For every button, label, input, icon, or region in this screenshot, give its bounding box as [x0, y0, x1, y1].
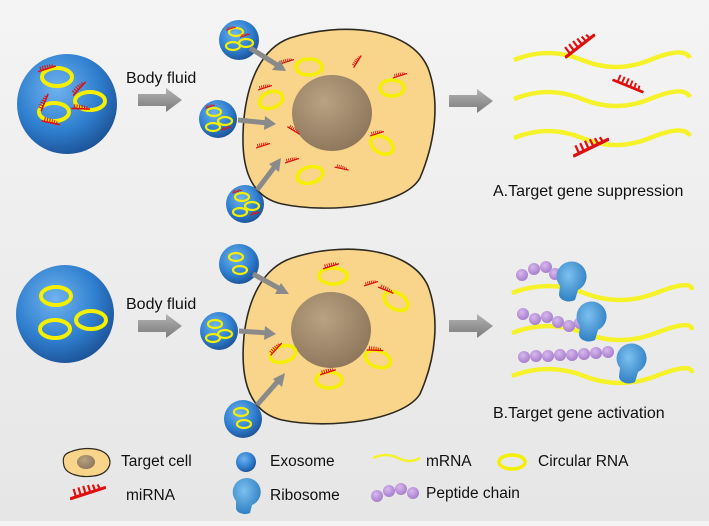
bottom-source-exosome: [16, 265, 114, 363]
legend-exosome-icon: [236, 452, 256, 472]
bottom-arrow-2: [449, 314, 493, 338]
legend-label-peptide-chain: Peptide chain: [426, 485, 520, 502]
legend-mrna-icon: [372, 453, 421, 463]
legend-ribosome-icon: [232, 478, 261, 515]
flow-label-top: Body fluid: [126, 70, 197, 87]
top-arrow-1: [138, 88, 182, 112]
legend-circrna-icon: [497, 453, 527, 471]
activation-translation: [511, 261, 695, 386]
flow-label-bottom: Body fluid: [126, 296, 197, 313]
bottom-entry-arrows: [238, 271, 289, 407]
top-source-exosome: [17, 54, 117, 154]
legend-label-circular-rna: Circular RNA: [538, 453, 629, 470]
bottom-arrow-1: [138, 314, 182, 338]
caption-suppression: A.Target gene suppression: [493, 183, 684, 200]
bottom-small-exosomes: [200, 244, 262, 438]
legend-label-mirna: miRNA: [126, 487, 176, 504]
top-target-cell: [242, 28, 436, 209]
legend-label-exosome: Exosome: [270, 453, 335, 470]
legend-graphics: [62, 447, 527, 515]
legend-peptide-icon: [371, 490, 383, 502]
legend-label-target-cell: Target cell: [121, 453, 192, 470]
bottom-target-cell: [242, 248, 436, 425]
legend-label-mrna: mRNA: [426, 453, 472, 470]
legend-mirna-icon: [70, 484, 106, 501]
top-small-exosomes: [199, 20, 264, 223]
suppression-mrna-strands: [513, 31, 693, 158]
top-entry-arrows: [237, 45, 286, 192]
legend-label-ribosome: Ribosome: [270, 487, 340, 504]
top-arrow-2: [449, 89, 493, 113]
caption-activation: B.Target gene activation: [493, 405, 665, 422]
